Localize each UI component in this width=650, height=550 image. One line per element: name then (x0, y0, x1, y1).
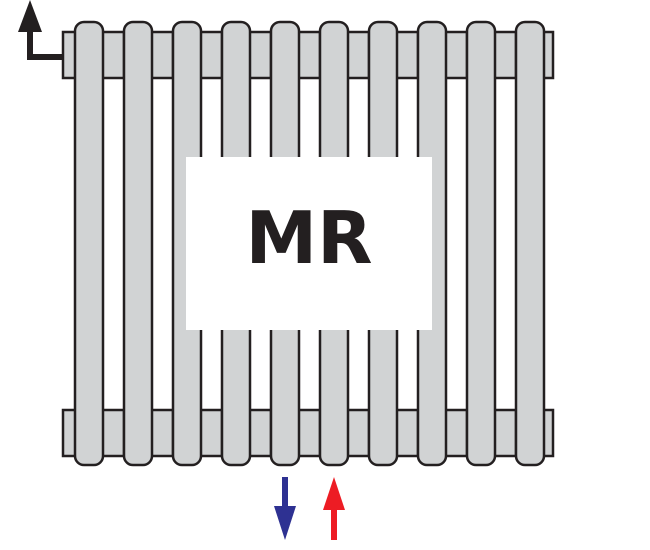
radiator-column (73, 20, 105, 467)
vent-arrow-icon (18, 0, 63, 60)
label-box (186, 157, 432, 330)
radiator-column (514, 20, 546, 467)
radiator-column (122, 20, 154, 467)
radiator-column (465, 20, 497, 467)
return-flow-arrow-icon (274, 477, 296, 540)
model-label: MR (245, 196, 372, 280)
supply-flow-arrow-icon (323, 477, 345, 540)
